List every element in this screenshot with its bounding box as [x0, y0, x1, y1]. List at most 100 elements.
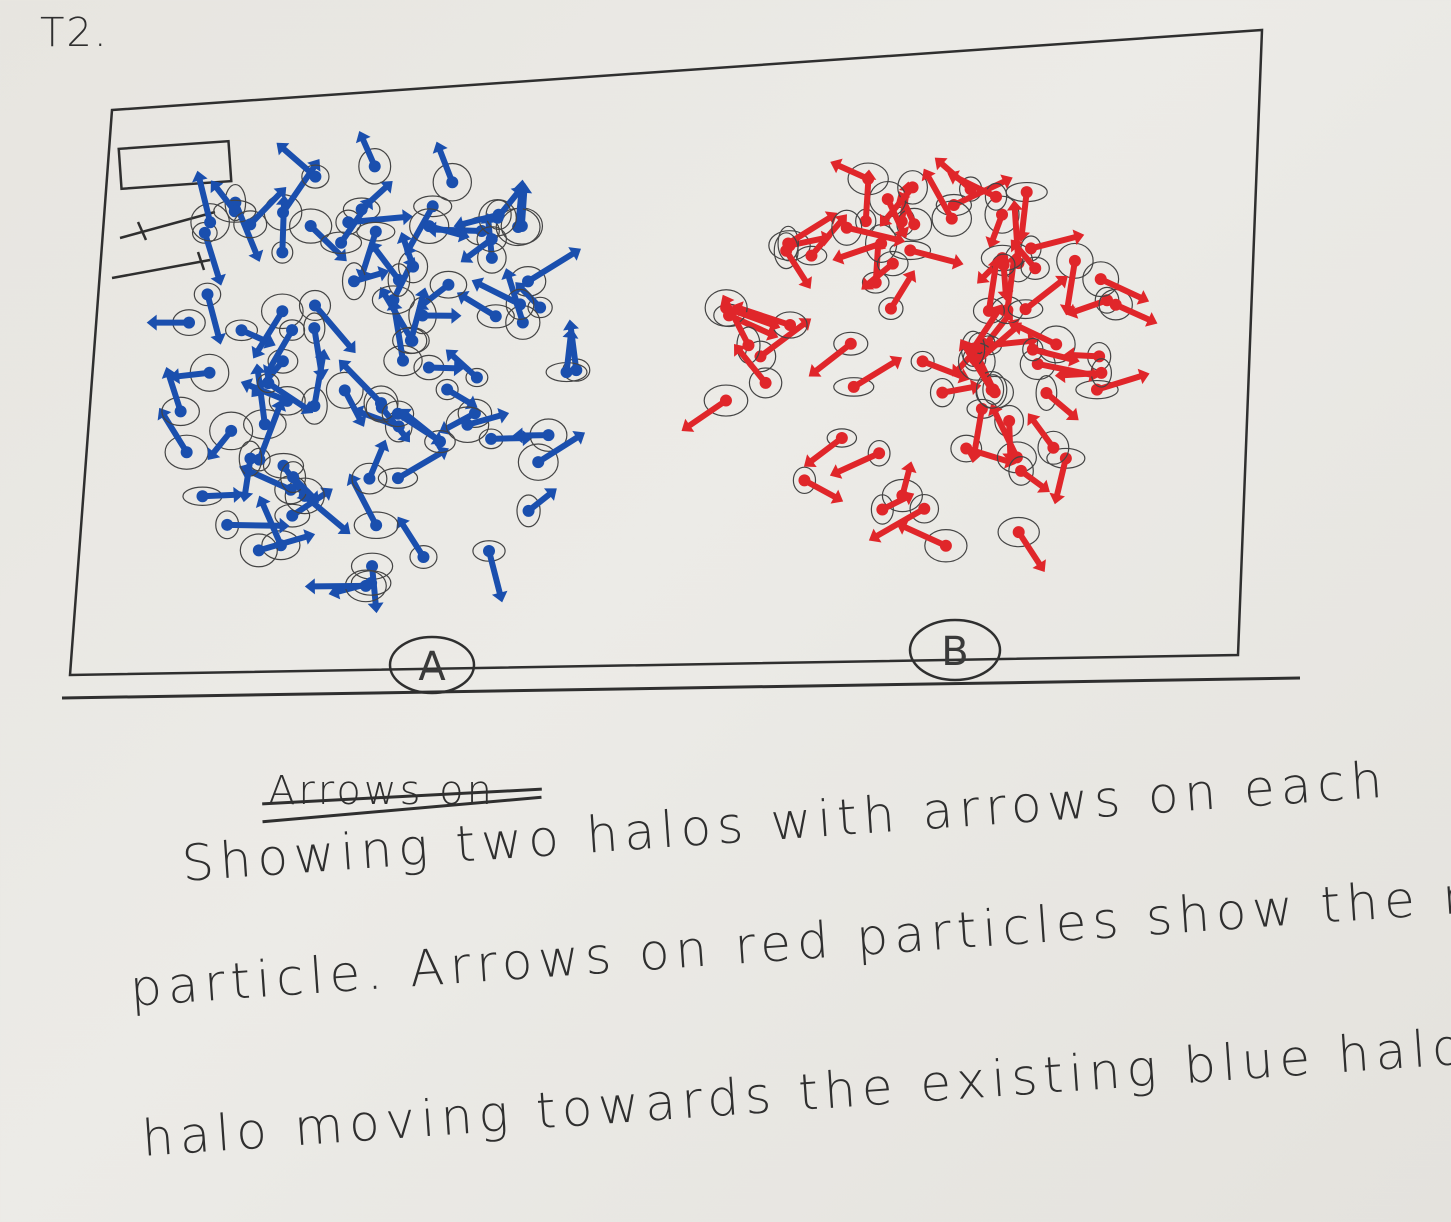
particle-halo — [792, 466, 817, 495]
particle-halo — [870, 494, 894, 525]
particle-halo — [897, 170, 929, 205]
particle-arrow — [720, 294, 755, 352]
particle-arrow — [355, 130, 381, 173]
particle-arrow — [235, 324, 276, 349]
particle-arrow — [1054, 366, 1108, 384]
particle-halo — [341, 262, 367, 301]
particle-arrow — [251, 305, 289, 359]
particle-arrow — [461, 408, 510, 431]
particle-arrow — [1040, 387, 1079, 421]
particle-arrow — [967, 304, 1004, 355]
particle-arrow — [198, 226, 226, 286]
particle-arrow — [522, 488, 557, 517]
particle-halo — [773, 232, 799, 270]
particle-halo — [704, 289, 748, 327]
particle-arrow — [338, 384, 367, 427]
particle-halo — [209, 411, 254, 451]
particle-halo — [984, 182, 1008, 211]
note-line-2: particle. Arrows on red particles show t… — [128, 861, 1451, 1018]
particle-arrow — [876, 490, 915, 516]
particle-arrow — [308, 322, 329, 380]
particle-arrow — [253, 399, 287, 466]
particle-arrow — [250, 363, 271, 431]
particle-halo — [260, 293, 304, 330]
particle-halo — [527, 296, 553, 319]
particle-arrow — [483, 544, 508, 603]
particle-arrow — [1059, 254, 1081, 316]
particle-halo — [298, 289, 332, 321]
particle-arrow — [453, 208, 505, 232]
particle-arrow — [391, 446, 449, 485]
label-a-text: A — [418, 644, 446, 690]
particle-halo — [833, 377, 875, 397]
particle-arrow — [221, 517, 290, 534]
note-line-3: halo moving towards the existing blue ha… — [140, 1015, 1451, 1168]
particle-halo — [881, 478, 924, 513]
particle-halo — [703, 384, 749, 417]
particle-arrow — [262, 377, 314, 415]
particle-halo — [224, 319, 259, 342]
particle-halo — [1082, 261, 1120, 298]
particle-arrow — [445, 349, 483, 384]
particle-halo — [268, 386, 306, 416]
particle-halo — [289, 208, 333, 244]
particle-arrow — [879, 181, 919, 227]
particle-arrow — [304, 220, 347, 262]
particle-arrow — [808, 337, 857, 377]
particle-halo — [381, 400, 415, 428]
rectangle-icon — [117, 139, 233, 191]
particle-arrow — [515, 282, 547, 314]
particle-arrow — [1109, 298, 1158, 327]
particle-arrow — [207, 424, 238, 461]
particle-arrow — [432, 141, 459, 189]
particle-arrow — [731, 301, 797, 332]
particle-arrow — [348, 266, 390, 288]
particle-arrow — [201, 288, 226, 345]
particle-halo — [301, 164, 330, 189]
particle-arrow — [958, 339, 998, 396]
line-marker-icon — [119, 210, 216, 241]
particle-halo — [1036, 325, 1076, 364]
particle-arrow — [832, 237, 888, 265]
particle-halo — [409, 208, 450, 245]
particle-arrow — [404, 287, 431, 347]
particle-halo — [831, 209, 863, 246]
particle-arrow — [754, 318, 812, 363]
particle-halo — [351, 462, 388, 495]
particle-arrow — [560, 327, 579, 379]
particle-arrow — [276, 142, 322, 183]
particle-arrow — [1014, 186, 1033, 242]
particle-halo — [910, 350, 935, 372]
particle-halo — [1037, 430, 1070, 465]
particle-halo — [878, 297, 904, 321]
particle-arrow — [1012, 526, 1046, 573]
particle-arrow — [399, 408, 446, 448]
particle-halo — [387, 263, 411, 297]
particle-arrow — [196, 486, 244, 503]
cluster-label-b: B — [908, 618, 1002, 682]
particle-halo — [320, 231, 363, 254]
particle-halo — [505, 288, 535, 320]
particle-halo — [435, 378, 459, 401]
particle-arrow — [997, 258, 1014, 302]
particle-arrow — [252, 529, 316, 557]
particle-halo — [274, 503, 311, 528]
particle-halo — [239, 533, 278, 568]
particle-halo — [1075, 379, 1119, 400]
particle-halo — [445, 406, 490, 444]
particle-arrow — [438, 407, 481, 435]
particle-halo — [984, 195, 1020, 234]
particle-arrow — [210, 180, 241, 218]
particle-halo — [909, 493, 940, 524]
particle-arrow — [861, 257, 899, 290]
particle-halo — [924, 529, 968, 563]
particle-halo — [1008, 456, 1034, 486]
particle-halo — [457, 398, 493, 428]
particle-arrow — [1010, 239, 1042, 275]
label-b-text: B — [941, 629, 968, 675]
particle-arrow — [1026, 343, 1080, 367]
particle-arrow — [1027, 413, 1060, 454]
particle-arrow — [512, 427, 555, 444]
particle-halo — [748, 367, 783, 399]
